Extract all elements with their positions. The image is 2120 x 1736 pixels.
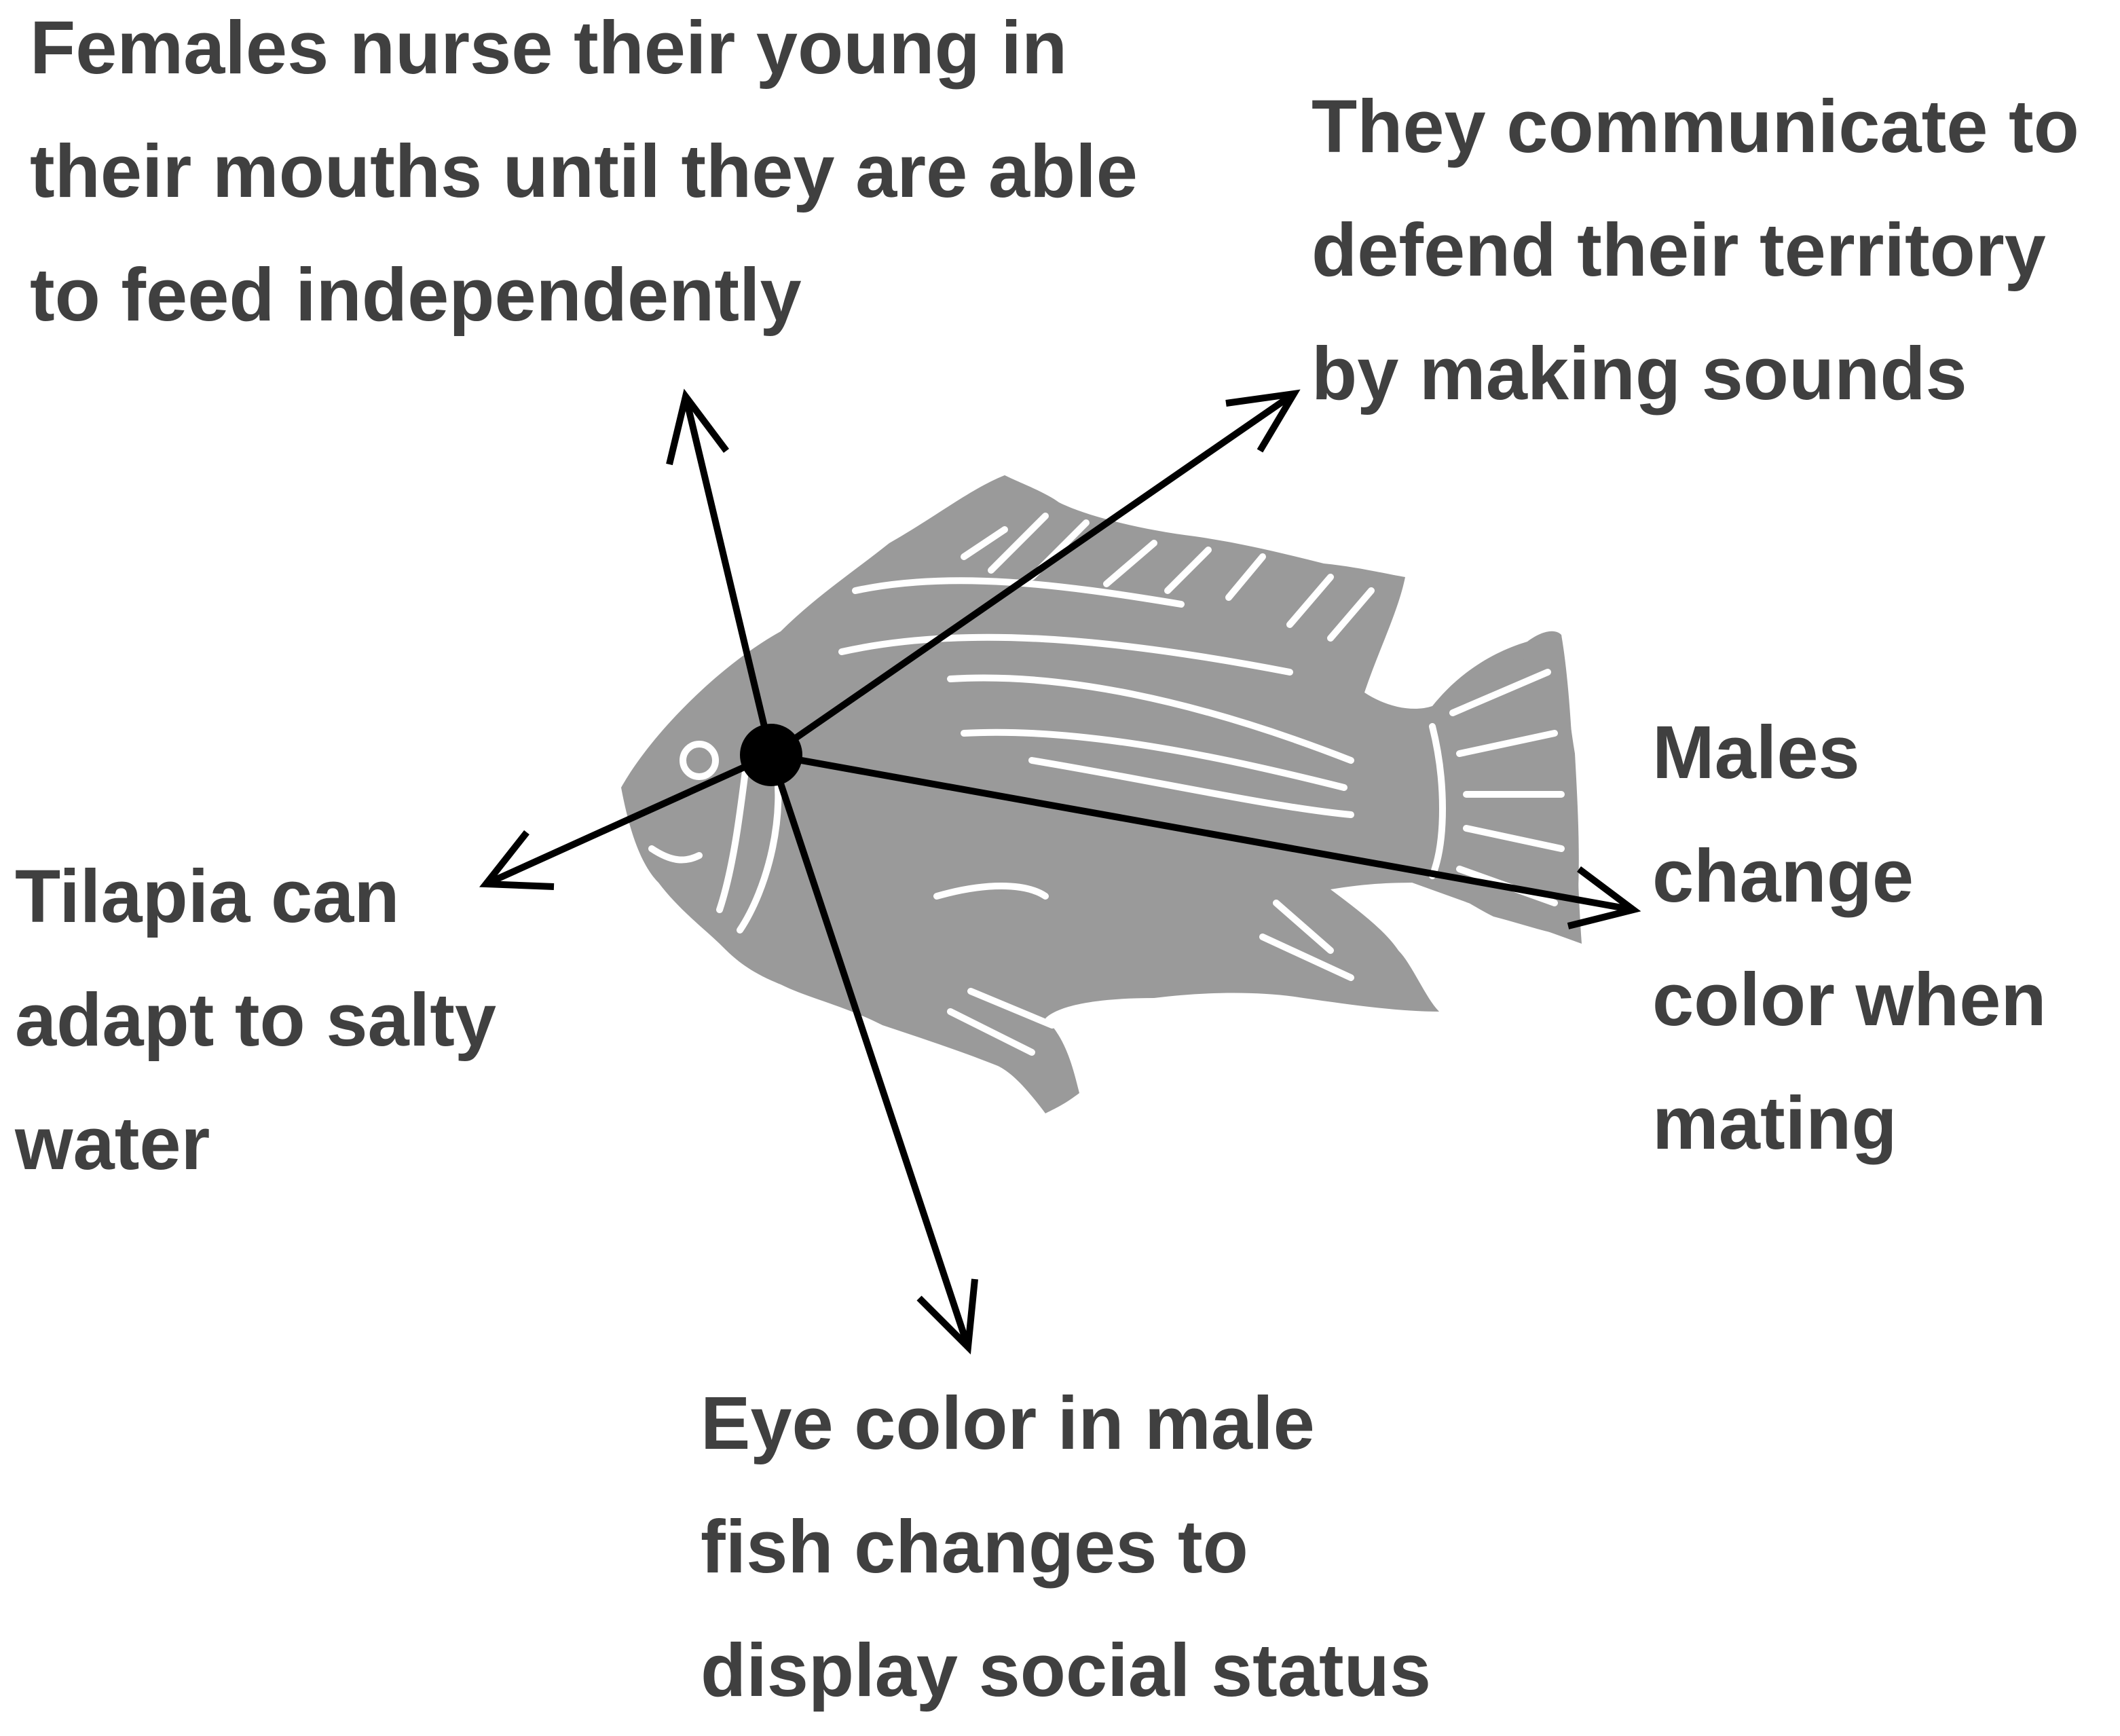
fact-line: Eye color in male — [701, 1362, 1431, 1485]
fact-line: defend their territory — [1312, 189, 2079, 312]
fish-illustration — [621, 475, 1582, 1113]
fact-females-nurse-young: Females nurse their young in their mouth… — [30, 0, 1138, 357]
fact-line: Males — [1652, 691, 2047, 815]
fact-line: Females nurse their young in — [30, 0, 1138, 110]
fact-line: adapt to salty — [15, 959, 496, 1082]
fact-tilapia-salty-water: Tilapia can adapt to salty water — [15, 835, 496, 1206]
center-dot — [740, 724, 802, 786]
fact-line: They communicate to — [1312, 65, 2079, 189]
fact-line: water — [15, 1082, 496, 1206]
fact-line: their mouths until they are able — [30, 110, 1138, 234]
fact-line: to feed independently — [30, 234, 1138, 357]
fact-line: by making sounds — [1312, 312, 2079, 436]
fact-line: change — [1652, 815, 2047, 938]
fact-line: mating — [1652, 1062, 2047, 1185]
fact-line: fish changes to — [701, 1485, 1431, 1609]
fact-eye-color-status: Eye color in male fish changes to displa… — [701, 1362, 1431, 1733]
fact-line: display social status — [701, 1609, 1431, 1733]
fact-line: color when — [1652, 938, 2047, 1062]
fact-line: Tilapia can — [15, 835, 496, 959]
fact-communicate-sounds: They communicate to defend their territo… — [1312, 65, 2079, 436]
fact-males-change-color: Males change color when mating — [1652, 691, 2047, 1185]
